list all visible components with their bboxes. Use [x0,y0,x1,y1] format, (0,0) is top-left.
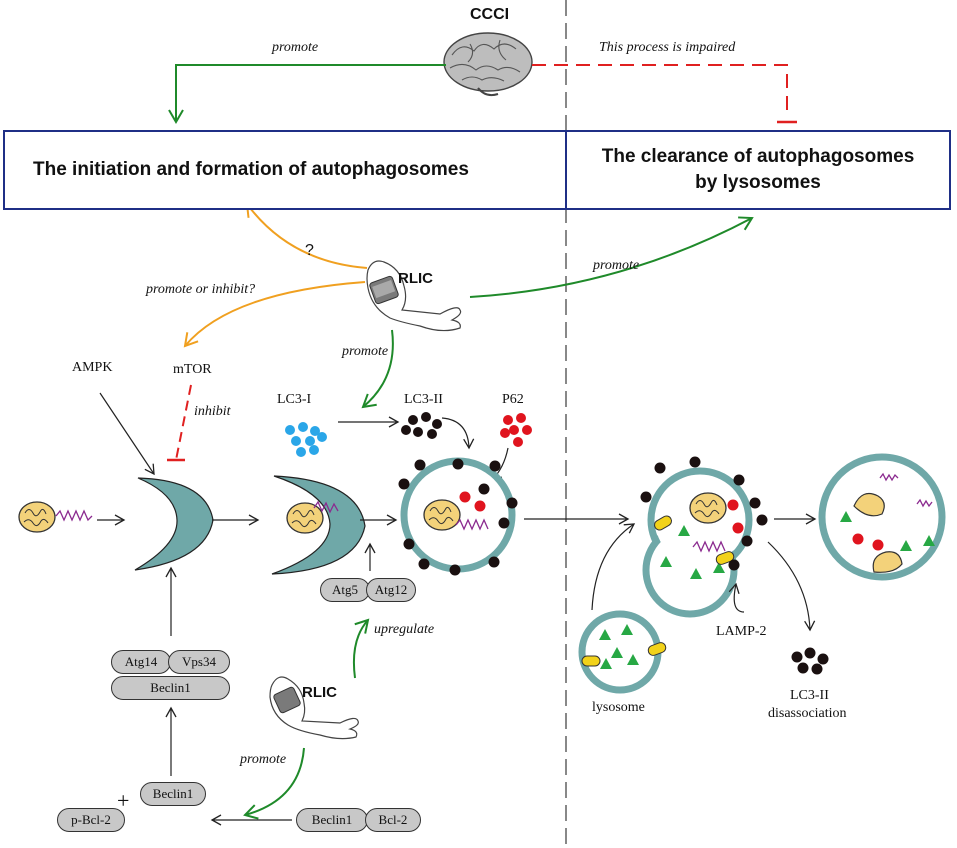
rlic-lower-label: RLIC [302,684,337,701]
atg5-pill: Atg5 [320,578,370,602]
autolysosome-icon [818,453,946,581]
lysosome-label: lysosome [592,700,645,715]
arm-cuff-icon-lower [269,676,359,740]
promote-lc3-label: promote [342,344,389,359]
arm-cuff-icon [366,260,462,332]
lc3-ii-arrow [441,417,475,450]
upregulate-label: upregulate [374,622,435,637]
beclin1-free-pill: Beclin1 [140,782,206,806]
atg14-pill: Atg14 [111,650,171,674]
promote-clearance-label: promote [593,258,640,273]
p62-dots [500,413,532,447]
lysosome-icon [578,610,667,694]
inhibit-label: inhibit [194,404,231,419]
clearance-box-line1: The clearance of autophagosomes [601,146,915,168]
promote-lower-label: promote [240,752,287,767]
question-label: ? [305,242,314,259]
mtor-arrow [183,281,366,348]
phagophore-icon [134,477,214,571]
clearance-box: The clearance of autophagosomes by lysos… [565,130,951,210]
upregulate-arrow [352,618,370,679]
impaired-dashed-line [532,64,788,112]
lc3-ii-free-dots [791,647,829,675]
lc3-ii-disassociation-line2: disassociation [768,706,847,721]
mtor-label: mTOR [173,362,212,377]
initiation-box-label: The initiation and formation of autophag… [33,159,469,181]
beclin1-free-label: Beclin1 [152,786,194,801]
lc3-ii-dots [401,412,442,439]
pbcl2-label: p-Bcl-2 [71,812,111,827]
promote-top-label: promote [272,40,319,55]
initiation-box: The initiation and formation of autophag… [3,130,567,210]
plus-sign: + [117,788,130,813]
lc3-i-dots [285,422,327,457]
clearance-box-line2: by lysosomes [695,172,821,193]
atg14-label: Atg14 [124,654,158,669]
lamp2-arrow [728,582,745,613]
phagophore-mito-icon [271,475,366,575]
brain-icon [443,32,533,97]
inhibit-line [175,384,192,461]
rlic-upper-label: RLIC [398,270,433,287]
bcl2-label: Bcl-2 [378,812,408,827]
disassociation-arrow [767,541,816,632]
question-arrow [245,202,368,269]
lysosome-fusion-arrow [591,523,636,611]
vps34-label: Vps34 [182,654,216,669]
beclin1-bound-pill: Beclin1 [296,808,368,832]
autophagosome-icon [398,457,518,576]
promote-or-inhibit-label: promote or inhibit? [146,282,256,297]
ccci-label: CCCI [470,6,510,23]
ampk-arrow [99,392,155,476]
vps34-pill: Vps34 [168,650,230,674]
atg5-label: Atg5 [332,582,358,597]
atg12-label: Atg12 [374,582,408,597]
promote-lc3-arrow [361,329,394,409]
p62-label: P62 [502,392,524,407]
lamp2-label: LAMP-2 [716,624,767,639]
impaired-label: This process is impaired [599,40,736,55]
lc3-ii-label: LC3-II [404,392,443,407]
mitochondrion-icon [18,501,93,533]
atg12-pill: Atg12 [366,578,416,602]
promote-bcl2-arrow [243,747,305,820]
promote-clearance-arrow [469,216,754,298]
bcl2-pill: Bcl-2 [365,808,421,832]
promote-arrow-top [168,64,446,124]
pbcl2-pill: p-Bcl-2 [57,808,125,832]
lc3-i-label: LC3-I [277,392,312,407]
ampk-label: AMPK [72,360,113,375]
beclin1-bound-label: Beclin1 [311,812,353,827]
beclin1-complex-label: Beclin1 [150,680,191,695]
autolysosome-fusion-icon [640,456,768,618]
lc3-ii-disassociation-line1: LC3-II [790,688,829,703]
beclin1-complex-pill: Beclin1 [111,676,230,700]
